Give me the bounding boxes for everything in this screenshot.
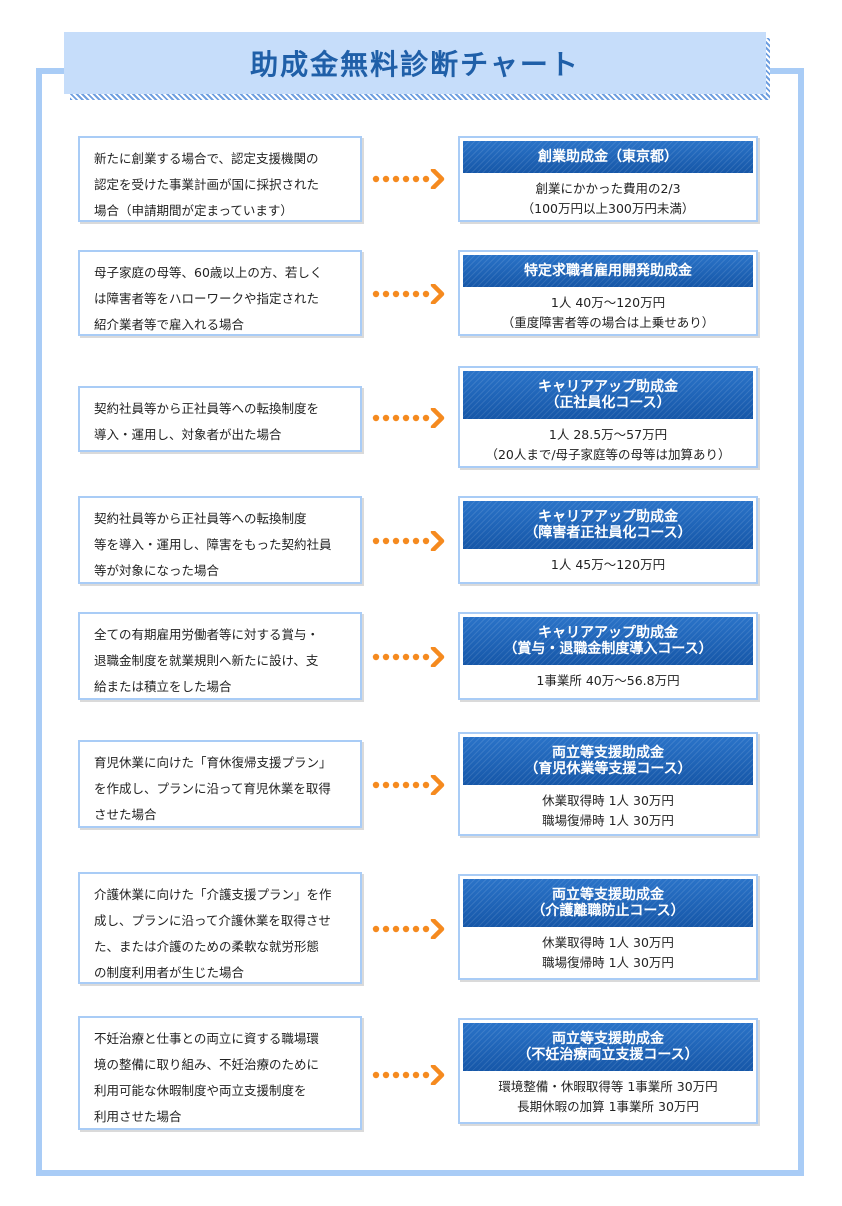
condition-line: 育児休業に向けた「育休復帰支援プラン」: [94, 755, 332, 770]
subsidy-title: キャリアアップ助成金（障害者正社員化コース）: [463, 501, 753, 549]
condition-line: 認定を受けた事業計画が国に採択された: [94, 177, 320, 192]
subsidy-title: キャリアアップ助成金（賞与・退職金制度導入コース）: [463, 617, 753, 665]
condition-box: 介護休業に向けた「介護支援プラン」を作 成し、プランに沿って介護休業を取得させ …: [78, 872, 362, 984]
condition-line: 介護休業に向けた「介護支援プラン」を作: [94, 887, 332, 902]
subsidy-amount: 1人 40万～120万円（重度障害者等の場合は上乗せあり）: [501, 295, 715, 330]
condition-line: 導入・運用し、対象者が出た場合: [94, 427, 282, 442]
title-banner: 助成金無料診断チャート: [64, 32, 766, 94]
subsidy-title: 両立等支援助成金（育児休業等支援コース）: [463, 737, 753, 785]
subsidy-amount: 環境整備・休暇取得等 1事業所 30万円長期休暇の加算 1事業所 30万円: [498, 1079, 718, 1114]
condition-line: 境の整備に取り組み、不妊治療のために: [94, 1057, 320, 1072]
condition-line: 利用させた場合: [94, 1109, 182, 1124]
result-box: 両立等支援助成金（育児休業等支援コース） 休業取得時 1人 30万円職場復帰時 …: [458, 732, 758, 836]
subsidy-title: 創業助成金（東京都）: [463, 141, 753, 173]
condition-line: 等が対象になった場合: [94, 563, 220, 578]
result-box: 創業助成金（東京都） 創業にかかった費用の2/3（100万円以上300万円未満）: [458, 136, 758, 222]
result-box: 両立等支援助成金（介護離職防止コース） 休業取得時 1人 30万円職場復帰時 1…: [458, 874, 758, 980]
condition-line: 給または積立をした場合: [94, 679, 232, 694]
subsidy-amount: 1事業所 40万～56.8万円: [536, 673, 680, 688]
condition-line: は障害者等をハローワークや指定された: [94, 291, 320, 306]
page-title: 助成金無料診断チャート: [250, 48, 580, 81]
subsidy-amount: 休業取得時 1人 30万円職場復帰時 1人 30万円: [542, 935, 674, 970]
condition-line: させた場合: [94, 807, 157, 822]
subsidy-amount: 休業取得時 1人 30万円職場復帰時 1人 30万円: [542, 793, 674, 828]
condition-line: を作成し、プランに沿って育児休業を取得: [94, 781, 331, 796]
condition-box: 新たに創業する場合で、認定支援機関の 認定を受けた事業計画が国に採択された 場合…: [78, 136, 362, 222]
result-box: 両立等支援助成金（不妊治療両立支援コース） 環境整備・休暇取得等 1事業所 30…: [458, 1018, 758, 1124]
condition-box: 契約社員等から正社員等への転換制度を 導入・運用し、対象者が出た場合: [78, 386, 362, 452]
condition-line: た、または介護のための柔軟な就労形態: [94, 939, 320, 954]
condition-line: 成し、プランに沿って介護休業を取得させ: [94, 913, 331, 928]
subsidy-amount: 1人 45万～120万円: [550, 557, 666, 572]
result-box: キャリアアップ助成金（正社員化コース） 1人 28.5万～57万円（20人まで/…: [458, 366, 758, 468]
arrow-right-icon: [372, 169, 445, 189]
subsidy-title: 両立等支援助成金（介護離職防止コース）: [463, 879, 753, 927]
arrow-right-icon: [372, 647, 445, 667]
condition-line: 新たに創業する場合で、認定支援機関の: [94, 151, 319, 166]
condition-line: 母子家庭の母等、60歳以上の方、若しく: [94, 265, 323, 280]
condition-box: 育児休業に向けた「育休復帰支援プラン」 を作成し、プランに沿って育児休業を取得 …: [78, 740, 362, 828]
condition-line: 契約社員等から正社員等への転換制度を: [94, 401, 320, 416]
arrow-right-icon: [372, 1065, 445, 1085]
condition-line: 紹介業者等で雇入れる場合: [94, 317, 245, 332]
arrow-right-icon: [372, 531, 445, 551]
condition-line: 全ての有期雇用労働者等に対する賞与・: [94, 627, 320, 642]
condition-line: 利用可能な休暇制度や両立支援制度を: [94, 1083, 307, 1098]
subsidy-title: キャリアアップ助成金（正社員化コース）: [463, 371, 753, 419]
result-box: キャリアアップ助成金（障害者正社員化コース） 1人 45万～120万円: [458, 496, 758, 584]
arrow-right-icon: [372, 284, 445, 304]
condition-box: 不妊治療と仕事との両立に資する職場環 境の整備に取り組み、不妊治療のために 利用…: [78, 1016, 362, 1130]
condition-line: 契約社員等から正社員等への転換制度: [94, 511, 307, 526]
condition-box: 全ての有期雇用労働者等に対する賞与・ 退職金制度を就業規則へ新たに設け、支 給ま…: [78, 612, 362, 700]
condition-line: 不妊治療と仕事との両立に資する職場環: [94, 1031, 319, 1046]
condition-line: 場合（申請期間が定まっています）: [94, 203, 293, 218]
subsidy-amount: 創業にかかった費用の2/3（100万円以上300万円未満）: [521, 181, 695, 216]
arrow-right-icon: [372, 408, 445, 428]
subsidy-title: 両立等支援助成金（不妊治療両立支援コース）: [463, 1023, 753, 1071]
arrow-right-icon: [372, 775, 445, 795]
condition-line: の制度利用者が生じた場合: [94, 965, 245, 980]
condition-box: 契約社員等から正社員等への転換制度 等を導入・運用し、障害をもった契約社員 等が…: [78, 496, 362, 584]
result-box: 特定求職者雇用開発助成金 1人 40万～120万円（重度障害者等の場合は上乗せあ…: [458, 250, 758, 336]
subsidy-title: 特定求職者雇用開発助成金: [463, 255, 753, 287]
condition-box: 母子家庭の母等、60歳以上の方、若しく は障害者等をハローワークや指定された 紹…: [78, 250, 362, 336]
condition-line: 退職金制度を就業規則へ新たに設け、支: [94, 653, 319, 668]
result-box: キャリアアップ助成金（賞与・退職金制度導入コース） 1事業所 40万～56.8万…: [458, 612, 758, 700]
condition-line: 等を導入・運用し、障害をもった契約社員: [94, 537, 332, 552]
arrow-right-icon: [372, 919, 445, 939]
subsidy-amount: 1人 28.5万～57万円（20人まで/母子家庭等の母等は加算あり）: [485, 427, 731, 462]
